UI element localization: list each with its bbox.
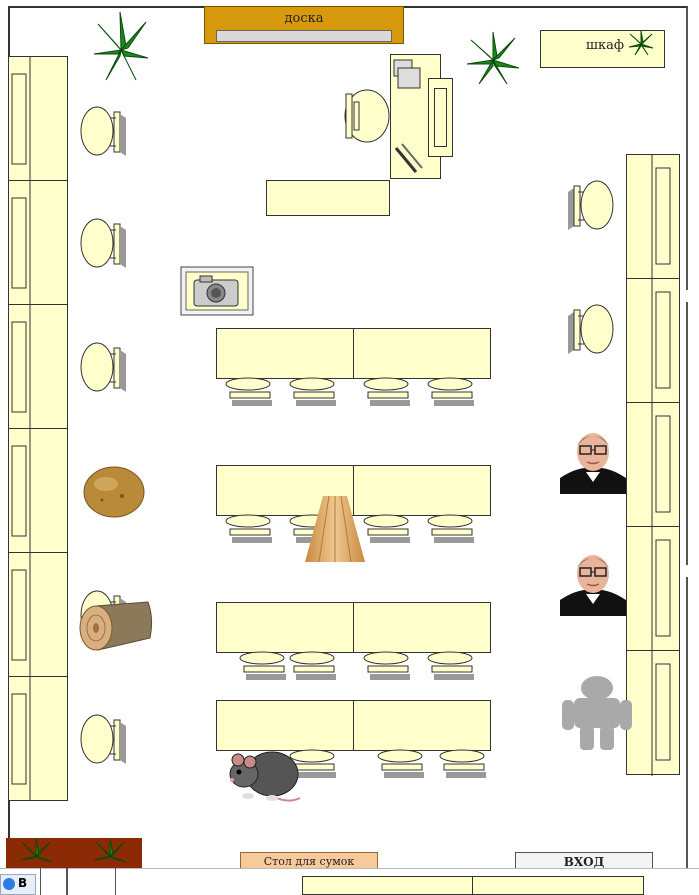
chair[interactable] [80, 104, 126, 160]
plant-icon [465, 30, 521, 86]
teacher-desk[interactable] [340, 54, 458, 234]
desk-preview [302, 876, 644, 895]
chair[interactable] [568, 178, 614, 234]
wall-gap [686, 290, 692, 302]
potato-icon[interactable] [82, 462, 146, 520]
desk-preview-line [472, 876, 473, 895]
plant-icon [18, 838, 54, 868]
plant-icon [628, 30, 654, 56]
board-label: доска [284, 11, 324, 26]
log-icon[interactable] [76, 598, 154, 656]
chair[interactable] [80, 340, 126, 396]
right-desk-column [626, 154, 680, 776]
desk-row-2[interactable] [216, 465, 492, 549]
desk-row-3[interactable] [216, 602, 492, 686]
desk-row-1[interactable] [216, 328, 492, 412]
plant-icon [90, 10, 152, 82]
bag-table-label: Стол для сумок [263, 855, 355, 868]
cabinet-label: шкаф [585, 38, 625, 53]
entrance-label: ВХОД [563, 855, 605, 869]
desk-preview [40, 868, 116, 895]
wooden-plank-icon[interactable] [305, 496, 365, 562]
plant-box [6, 838, 142, 868]
left-desk-column [8, 56, 68, 801]
chair[interactable] [80, 216, 126, 272]
desk-preview-line [66, 868, 68, 895]
rat-icon[interactable] [228, 740, 302, 806]
person-placeholder-icon[interactable] [560, 674, 634, 750]
plant-icon [92, 838, 128, 868]
wall-gap [686, 565, 692, 577]
side-table[interactable] [266, 180, 390, 216]
blackboard-surface [216, 30, 392, 42]
camera-icon[interactable] [180, 266, 254, 316]
chair[interactable] [80, 712, 126, 768]
student-photo-icon[interactable] [560, 428, 626, 494]
browser-icon [3, 878, 15, 890]
desk-row-4[interactable] [216, 700, 492, 784]
taskbar-label: В [18, 876, 28, 890]
chair[interactable] [568, 302, 614, 358]
student-photo-icon[interactable] [560, 550, 626, 616]
